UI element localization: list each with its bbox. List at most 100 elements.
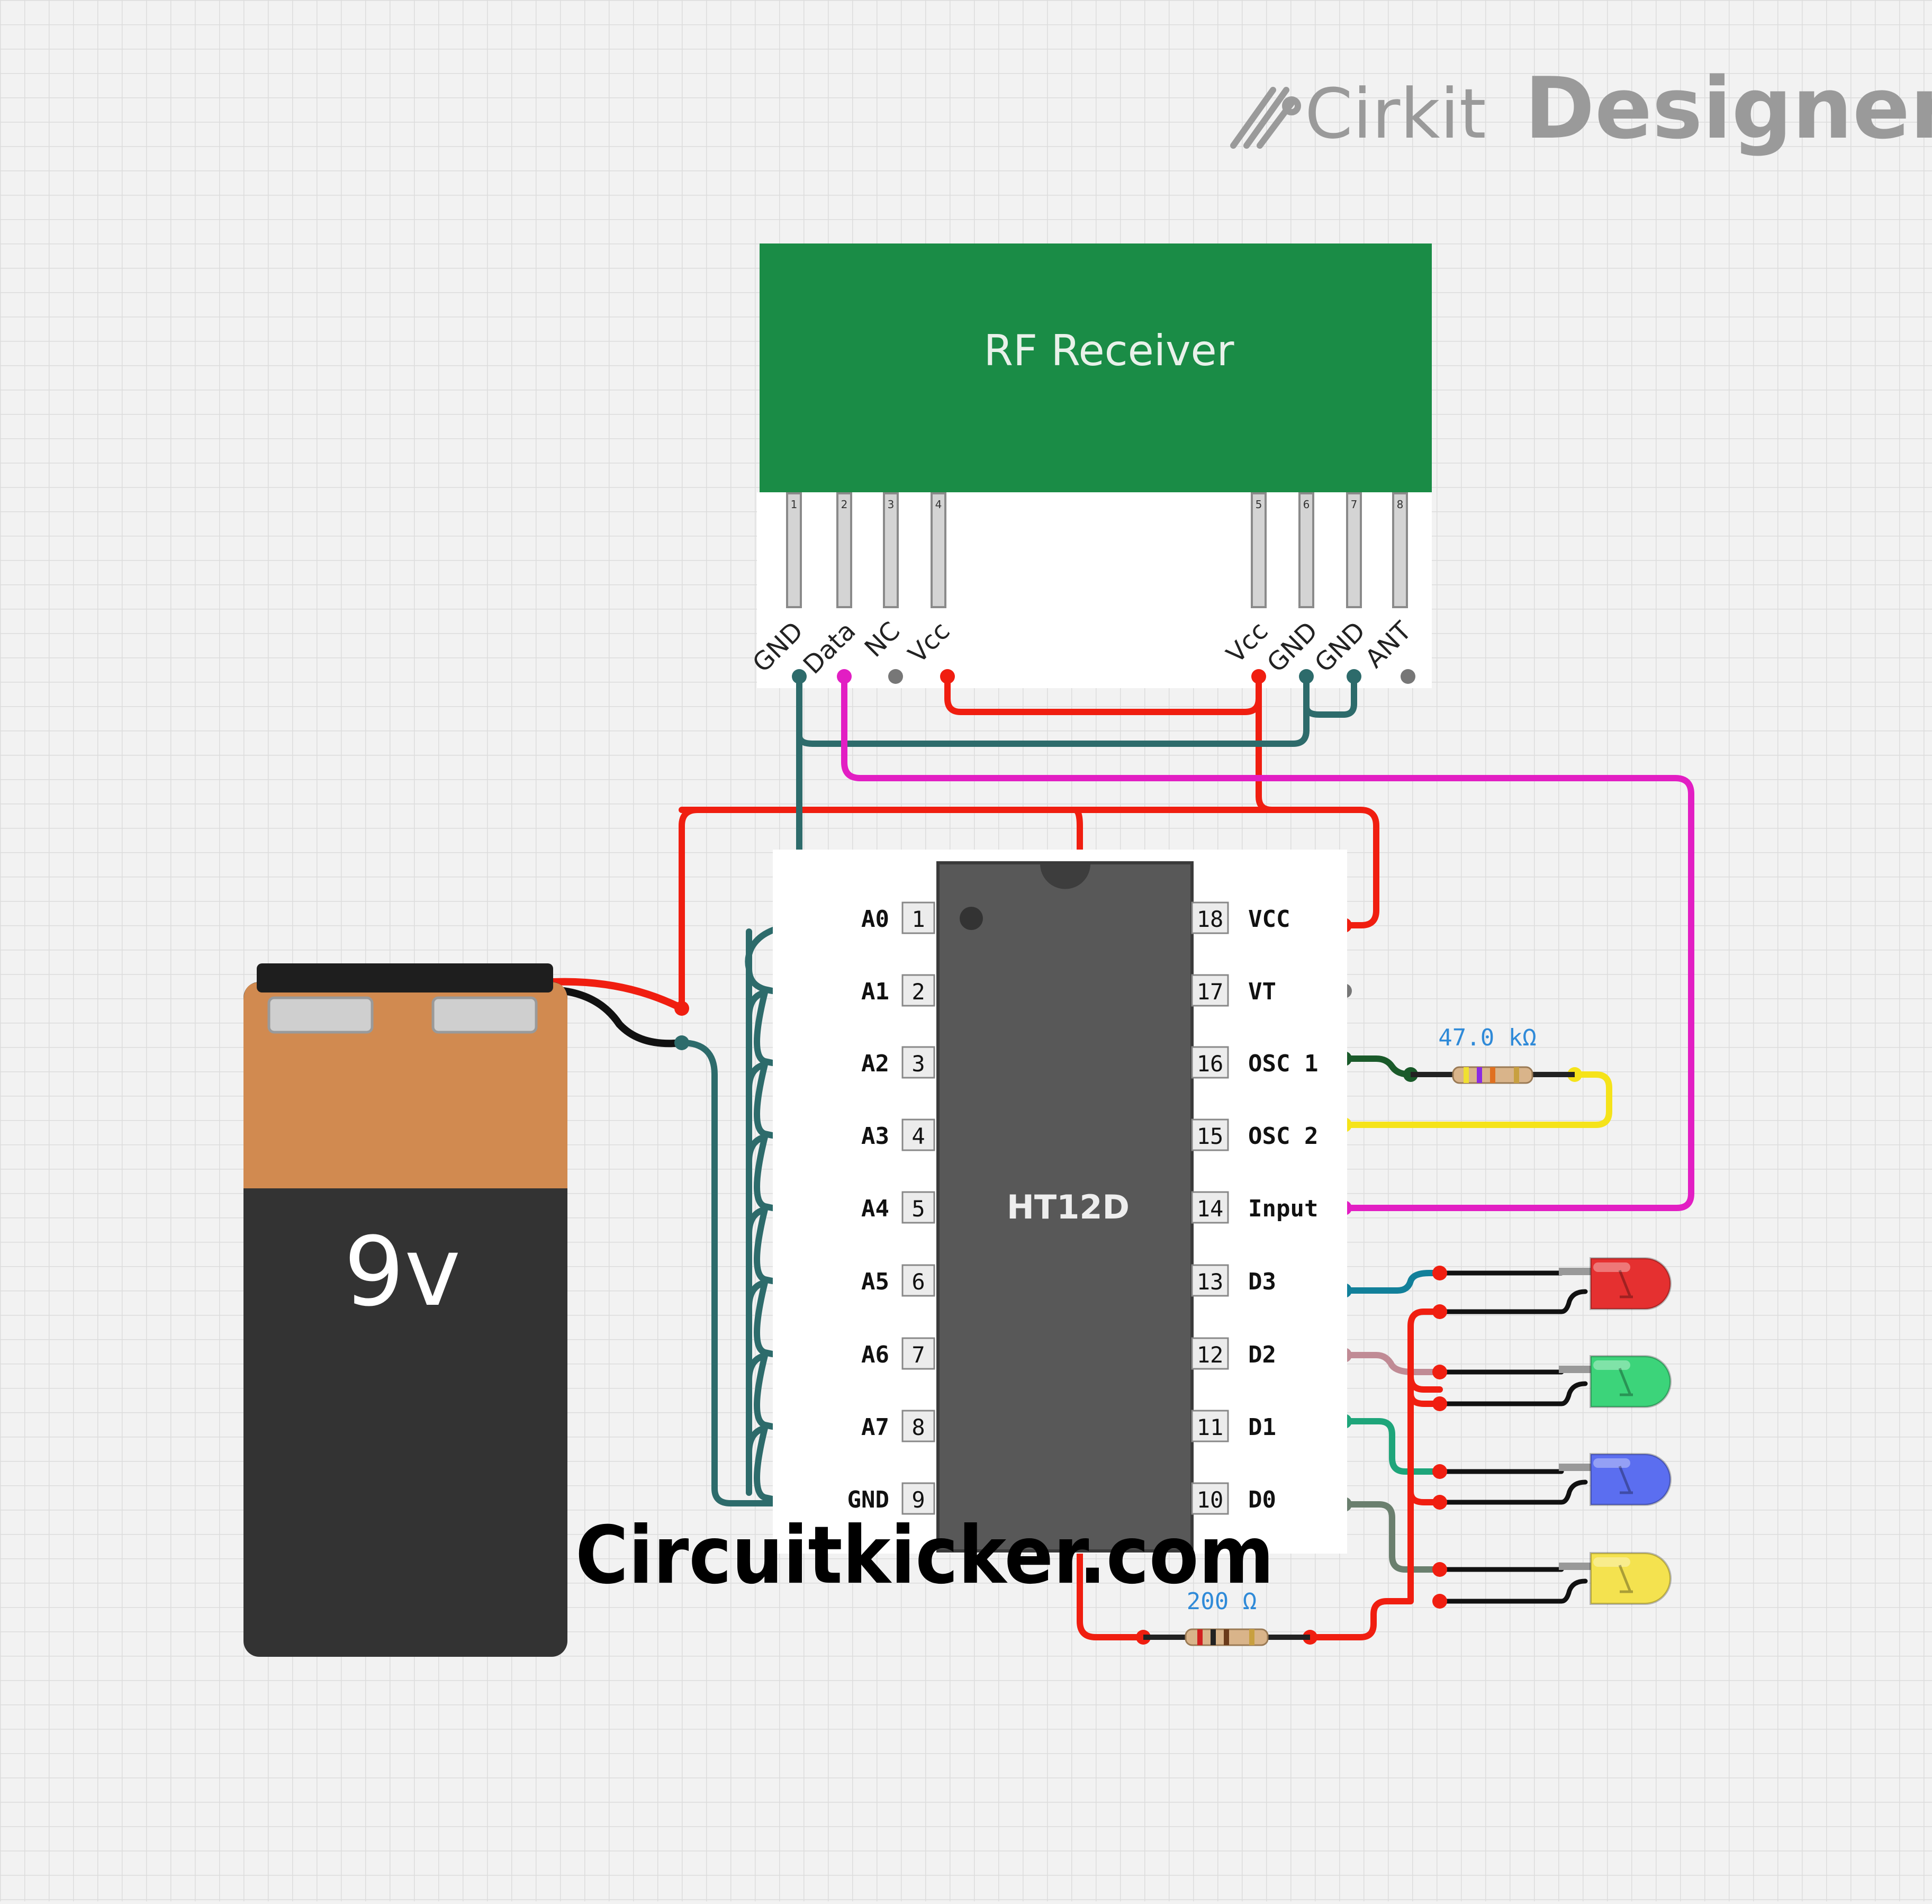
wire-data-input[interactable] bbox=[841, 672, 1694, 1211]
ic-pin-number: 15 bbox=[1197, 1123, 1224, 1149]
ic-pin-1[interactable]: 1A0 bbox=[861, 901, 935, 934]
wire-battery-gnd[interactable] bbox=[679, 1040, 818, 1506]
rf-pin-area bbox=[757, 492, 1432, 688]
resistor-47k[interactable]: 47.0 kΩ bbox=[1411, 1024, 1575, 1084]
ic-pin-5[interactable]: 5A4 bbox=[861, 1191, 935, 1224]
wire-junction bbox=[1251, 669, 1266, 684]
wire-vcc-main[interactable] bbox=[679, 807, 1146, 1640]
wire-osc2[interactable] bbox=[1341, 1071, 1612, 1128]
led-anvil bbox=[1618, 1368, 1633, 1396]
ic-pin-label: A0 bbox=[861, 906, 889, 933]
wire-junction bbox=[1432, 1304, 1447, 1319]
wire-vcc-ic[interactable] bbox=[679, 807, 1379, 928]
battery-9v[interactable]: 9v bbox=[243, 963, 567, 1657]
wire-d2[interactable] bbox=[1341, 1352, 1443, 1375]
wire-cathode-tap-2[interactable] bbox=[1407, 1373, 1443, 1393]
resistor-200-label: 200 Ω bbox=[1187, 1588, 1257, 1615]
led-green[interactable] bbox=[1559, 1355, 1672, 1408]
wire-cathode-tap-0[interactable] bbox=[1407, 1390, 1443, 1407]
wire-junction bbox=[792, 669, 807, 684]
rf-title: RF Receiver bbox=[983, 326, 1234, 375]
ic-pin-label: A5 bbox=[861, 1268, 889, 1295]
rf-receiver-module[interactable]: RF Receiver 1GND2Data3NC4Vcc5Vcc6GND7GND… bbox=[747, 243, 1432, 688]
wire-junction bbox=[1432, 1396, 1447, 1411]
ic-pin-label: D3 bbox=[1248, 1268, 1276, 1295]
wire-d1[interactable] bbox=[1341, 1418, 1443, 1475]
battery-lead-black[interactable] bbox=[549, 986, 685, 1048]
ic-pin-number: 4 bbox=[911, 1123, 925, 1149]
ic-pin-7[interactable]: 7A6 bbox=[861, 1337, 935, 1370]
ic-pin-9[interactable]: 9 GND bbox=[847, 1482, 935, 1515]
resistor-200[interactable]: 200 Ω bbox=[1143, 1588, 1310, 1646]
led-lead bbox=[1559, 1268, 1591, 1275]
ic-pin-2[interactable]: 2A1 bbox=[861, 974, 935, 1007]
wire-cathode-bus[interactable] bbox=[1307, 1309, 1443, 1640]
ht12d-chip bbox=[936, 861, 1194, 1553]
led-lead-cathode-3[interactable] bbox=[1437, 1578, 1588, 1604]
led-body bbox=[1590, 1552, 1672, 1605]
ic-pin-label: OSC 1 bbox=[1248, 1050, 1318, 1077]
wire-junction bbox=[837, 669, 852, 684]
ic-pin-number: 3 bbox=[911, 1051, 925, 1077]
wire-rf-vcc-drop[interactable] bbox=[1256, 696, 1275, 813]
ic-pin-4[interactable]: 4A3 bbox=[861, 1118, 935, 1151]
led-red[interactable] bbox=[1559, 1257, 1672, 1310]
rf-pin-number: 2 bbox=[841, 498, 848, 511]
wire-d3[interactable] bbox=[1341, 1270, 1443, 1294]
ic-pin-3[interactable]: 3A2 bbox=[861, 1046, 935, 1079]
led-blue[interactable] bbox=[1559, 1453, 1672, 1506]
battery-lead-red[interactable] bbox=[549, 978, 685, 1012]
brand-light: Cirkit bbox=[1305, 74, 1486, 154]
rf-pin-number: 6 bbox=[1303, 498, 1310, 511]
ic-pin-number: 10 bbox=[1197, 1487, 1224, 1513]
wire-d0[interactable] bbox=[1341, 1501, 1443, 1573]
led-yellow[interactable] bbox=[1559, 1552, 1672, 1605]
wire-junction bbox=[1432, 1266, 1447, 1280]
wire-rf-gnd2[interactable] bbox=[1303, 672, 1357, 718]
wire-junction bbox=[1432, 1495, 1447, 1510]
ic-pin-label: D1 bbox=[1248, 1414, 1276, 1441]
wire-junction bbox=[674, 1035, 689, 1050]
wire-rf-gnd[interactable] bbox=[796, 672, 1310, 747]
ic-pin-8[interactable]: 8A7 bbox=[861, 1410, 935, 1442]
ic-pin-label: VCC bbox=[1248, 906, 1290, 933]
led-anvil bbox=[1618, 1565, 1633, 1593]
led-body bbox=[1590, 1453, 1672, 1506]
rf-pin-number: 1 bbox=[791, 498, 798, 511]
ic-name: HT12D bbox=[1007, 1188, 1130, 1226]
led-highlight bbox=[1593, 1262, 1630, 1272]
ic-pin-number: 7 bbox=[911, 1342, 925, 1368]
led-lead-cathode-0[interactable] bbox=[1437, 1289, 1588, 1314]
ic-pin-number: 2 bbox=[911, 979, 925, 1005]
led-highlight bbox=[1593, 1360, 1630, 1370]
wire-junction bbox=[1432, 1464, 1447, 1479]
led-lead bbox=[1559, 1464, 1591, 1471]
led-lead-cathode-1[interactable] bbox=[1437, 1381, 1588, 1406]
led-anvil bbox=[1618, 1466, 1633, 1494]
ic-pin-6[interactable]: 6A5 bbox=[861, 1264, 935, 1297]
wire-cathode-tap-1[interactable] bbox=[1407, 1488, 1443, 1505]
ic-pin-label: A7 bbox=[861, 1414, 889, 1441]
ic-pin-number: 9 bbox=[911, 1487, 925, 1513]
rf-pin-number: 7 bbox=[1351, 498, 1358, 511]
wire-junction bbox=[1347, 669, 1361, 684]
led-lead-cathode-2[interactable] bbox=[1437, 1479, 1588, 1505]
wire-junction bbox=[674, 1001, 689, 1016]
ic-pin-label: GND bbox=[847, 1486, 889, 1513]
wire-osc1[interactable] bbox=[1341, 1055, 1414, 1078]
wire-junction bbox=[940, 669, 955, 684]
led-lead bbox=[1559, 1563, 1591, 1570]
rf-pin-number: 3 bbox=[888, 498, 895, 511]
